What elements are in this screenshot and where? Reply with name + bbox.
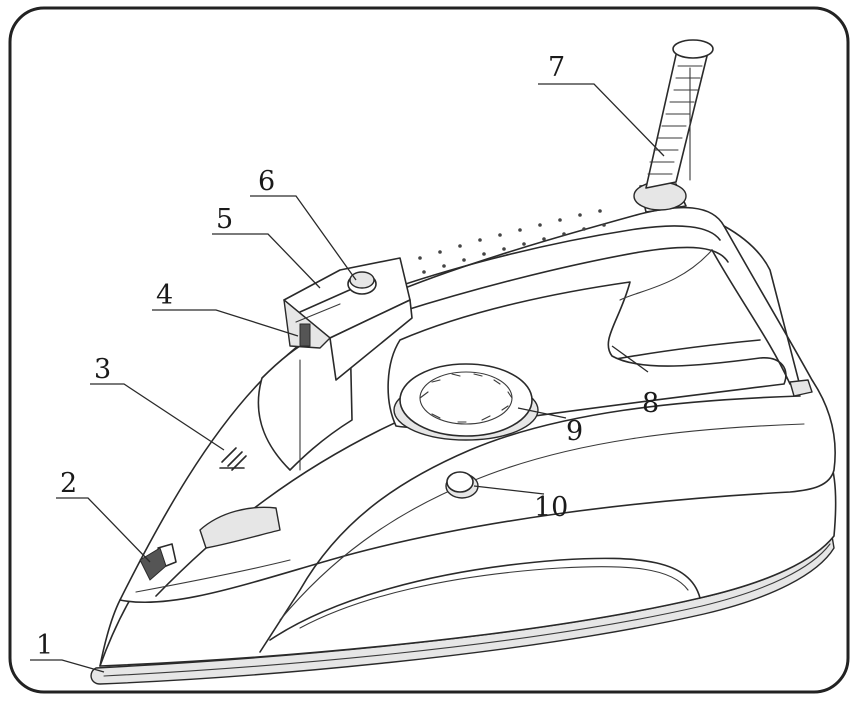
callout-7: 7	[548, 52, 565, 83]
leader-4	[152, 309, 299, 337]
leader-2	[56, 497, 151, 563]
temperature-dial	[393, 363, 539, 441]
handle-grip-dots	[418, 209, 606, 274]
top-control-block	[283, 257, 413, 381]
callout-1: 1	[36, 630, 53, 661]
leader-lines	[30, 83, 665, 673]
leader-10	[473, 485, 545, 495]
leader-6	[250, 195, 357, 281]
callout-2: 2	[60, 468, 77, 499]
leader-8	[611, 345, 649, 373]
callout-4: 4	[156, 280, 173, 311]
callout-8: 8	[642, 388, 659, 419]
callout-5: 5	[216, 204, 233, 235]
leader-3	[90, 383, 225, 451]
leader-9	[517, 407, 567, 419]
callout-9: 9	[566, 416, 583, 447]
callout-3: 3	[94, 354, 111, 385]
callout-6: 6	[258, 166, 275, 197]
leader-1	[30, 659, 105, 673]
water-inlet-cover	[199, 506, 281, 549]
cord-guard	[633, 39, 714, 213]
iron-body	[90, 39, 837, 685]
burst-button	[445, 471, 479, 499]
spray-nozzle	[139, 543, 177, 581]
diagram-frame	[8, 6, 850, 694]
callout-10: 10	[534, 492, 568, 523]
callout-labels: 1 2 3 4 5 6 7 8 9 10	[36, 52, 659, 661]
steam-symbol-icon	[219, 447, 247, 471]
rear-heel-pad	[789, 379, 813, 397]
leader-7	[538, 83, 665, 157]
leader-5	[212, 233, 321, 289]
